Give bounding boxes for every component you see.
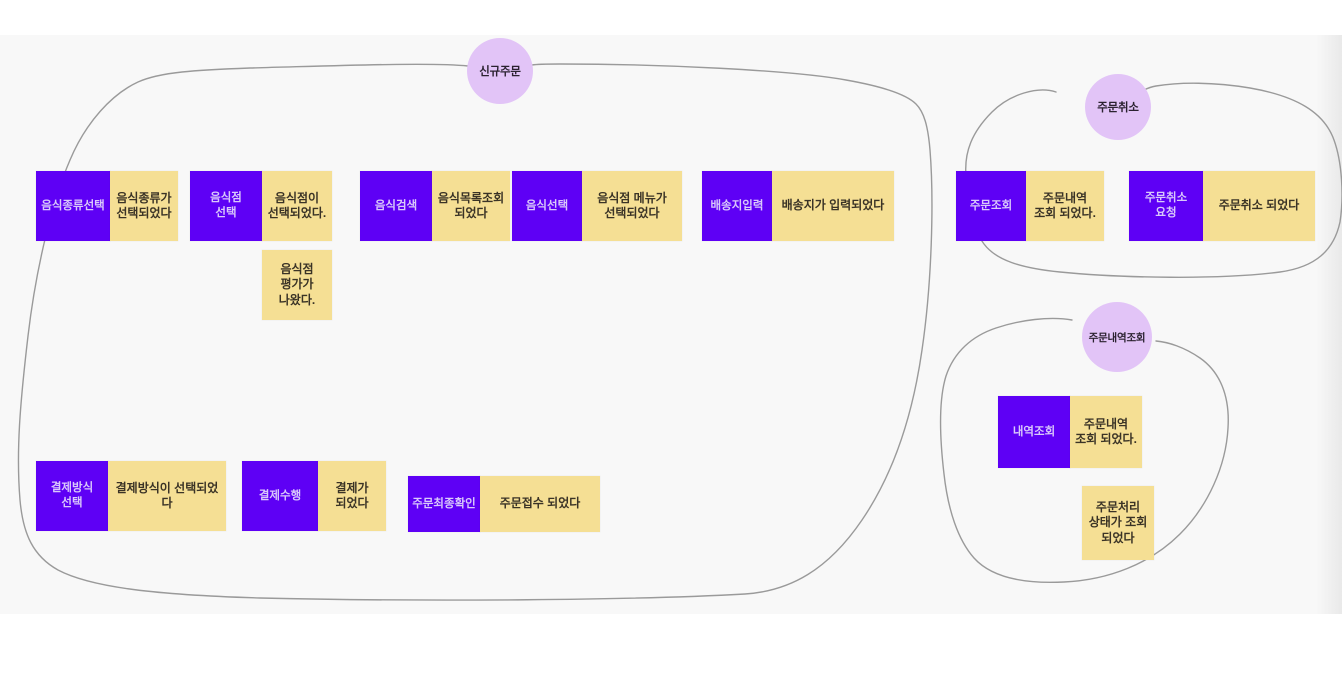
aggregate-bubble-order-cancel[interactable]: 주문취소 — [1085, 74, 1151, 140]
event-sticky[interactable]: 결제가 되었다 — [318, 461, 386, 531]
event-sticky[interactable]: 주문접수 되었다 — [480, 476, 600, 532]
event-sticky[interactable]: 결제방식이 선택되었다 — [108, 461, 226, 531]
command-sticky[interactable]: 음식종류선택 — [36, 171, 110, 241]
event-sticky[interactable]: 주문내역 조회 되었다. — [1070, 396, 1142, 468]
command-sticky[interactable]: 결제방식 선택 — [36, 461, 108, 531]
aggregate-bubble-new-order[interactable]: 신규주문 — [467, 38, 533, 104]
command-sticky[interactable]: 음식검색 — [360, 171, 432, 241]
command-sticky[interactable]: 결제수행 — [242, 461, 318, 531]
event-sticky[interactable]: 주문처리 상태가 조회 되었다 — [1082, 486, 1154, 560]
event-sticky[interactable]: 주문취소 되었다 — [1203, 171, 1315, 241]
command-sticky[interactable]: 주문최종확인 — [408, 476, 480, 532]
command-sticky[interactable]: 음식선택 — [512, 171, 582, 241]
event-sticky[interactable]: 배송지가 입력되었다 — [772, 171, 894, 241]
event-sticky[interactable]: 음식점이 선택되었다. — [262, 171, 332, 241]
event-sticky[interactable]: 음식점 평가가 나왔다. — [262, 250, 332, 320]
event-sticky[interactable]: 음식종류가 선택되었다 — [110, 171, 178, 241]
event-sticky[interactable]: 음식점 메뉴가 선택되었다 — [582, 171, 682, 241]
command-sticky[interactable]: 주문취소 요청 — [1129, 171, 1203, 241]
command-sticky[interactable]: 음식점 선택 — [190, 171, 262, 241]
event-sticky[interactable]: 음식목록조회 되었다 — [432, 171, 510, 241]
aggregate-bubble-order-history[interactable]: 주문내역조회 — [1082, 302, 1152, 372]
command-sticky[interactable]: 배송지입력 — [702, 171, 772, 241]
command-sticky[interactable]: 주문조회 — [956, 171, 1026, 241]
command-sticky[interactable]: 내역조회 — [998, 396, 1070, 468]
event-sticky[interactable]: 주문내역 조회 되었다. — [1026, 171, 1104, 241]
